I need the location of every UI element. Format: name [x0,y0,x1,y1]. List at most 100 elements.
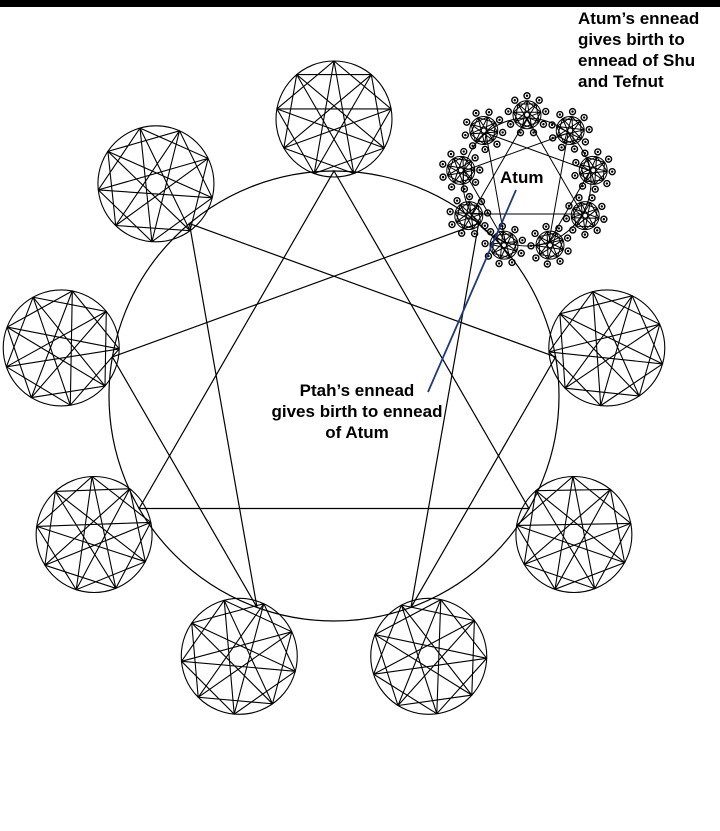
outer-ennead-3 [515,475,633,594]
atum-bead-4-0 [555,224,563,233]
atum-bead-7-2 [471,178,480,186]
atum-bead-6-0 [477,197,486,206]
atum-bead-3-2 [600,215,608,223]
atum-bead-8-2 [493,140,501,148]
outer-ennead-2-circle [548,289,666,407]
outer-ennead-2-star-4 [548,291,663,406]
atum-bead-dot-8-3 [483,148,487,151]
atum-bead-dot-6-4 [460,232,463,235]
atum-sub-ennead-7-star-4 [447,156,475,185]
outer-ennead-7-star-2 [5,290,120,406]
atum-bead-5-0 [511,225,519,234]
atum-bead-dot-6-6 [448,210,452,213]
atum-bead-dot-1-6 [551,136,554,140]
atum-bead-dot-0-1 [538,99,541,102]
atum-bead-5-2 [517,249,525,257]
atum-bead-dot-7-0 [473,156,477,160]
outer-ennead-5 [180,597,298,715]
atum-bead-dot-3-7 [567,204,571,208]
outer-ennead-4-circle [370,597,488,715]
atum-bead-dot-4-6 [529,244,533,248]
atum-bead-dot-6-8 [468,195,471,198]
outer-ennead-4-star-2 [372,598,488,715]
atum-sub-ennead-4-star-2 [535,230,564,260]
atum-sub-ennead-1-star-2 [556,115,585,145]
atum-bead-dot-2-2 [610,170,614,173]
atum-bead-dot-3-6 [565,217,568,220]
atum-bead-dot-8-5 [464,133,467,137]
atum-bead-2-2 [608,167,616,176]
atum-bead-dot-2-1 [607,157,610,161]
atum-bead-dot-0-5 [519,131,522,134]
atum-sub-ennead-0-star-2 [512,100,542,129]
outer-ennead-2-star-2 [548,290,664,407]
atum-sub-ennead-5 [489,230,519,260]
atum-bead-dot-5-8 [501,225,504,228]
atum-bead-dot-3-4 [583,233,587,236]
outer-ennead-3-star-4 [516,476,631,590]
atum-ennead-label-line-1: Atum’s ennead [578,9,700,28]
atum-bead-1-5 [557,143,566,152]
outer-ennead-0 [275,60,393,178]
atum-bead-dot-0-0 [525,94,529,97]
atum-ennead-cluster [439,92,616,268]
atum-bead-dot-4-1 [566,236,569,240]
outer-ennead-0-star-2 [276,60,392,175]
atum-bead-dot-4-0 [557,227,561,230]
atum-bead-1-1 [580,113,588,122]
atum-sub-ennead-3 [570,201,600,231]
atum-bead-dot-6-1 [486,211,489,215]
atum-bead-4-8 [542,222,550,231]
atum-bead-dot-3-0 [590,196,594,200]
outer-ennead-5-star-2 [180,599,296,715]
atum-bead-4-6 [527,242,535,250]
atum-bead-7-5 [439,173,447,181]
outer-ennead-6-star-4 [36,476,152,590]
outer-ennead-2 [548,289,666,407]
atum-bead-8-3 [481,145,489,154]
atum-sub-ennead-6-star-4 [454,201,483,230]
atum-bead-dot-3-1 [600,205,604,208]
atum-bead-dot-1-4 [573,147,576,151]
atum-bead-dot-4-3 [558,260,562,263]
atum-bead-dot-5-2 [520,252,523,255]
atum-bead-7-8 [460,147,468,156]
atum-bead-dot-8-4 [471,144,474,148]
atum-label: Atum [500,168,544,187]
atum-bead-dot-1-3 [584,140,587,144]
outer-ennead-7 [2,289,120,407]
atum-bead-6-6 [446,207,454,216]
atum-bead-dot-8-1 [501,131,504,134]
atum-bead-3-6 [562,214,571,223]
atum-sub-ennead-8-star-4 [469,116,498,145]
atum-bead-dot-2-6 [573,174,577,177]
atum-bead-dot-3-2 [602,218,606,221]
atum-bead-6-8 [465,192,474,201]
outer-ennead-7-circle [2,289,120,407]
atum-bead-6-2 [481,221,489,230]
atum-bead-2-1 [604,155,613,163]
atum-bead-dot-4-2 [566,249,570,253]
atum-sub-ennead-8-circle [469,115,499,145]
atum-sub-ennead-8-star-2 [469,116,499,146]
atum-bead-dot-2-7 [574,161,578,164]
atum-bead-7-0 [471,154,479,162]
atum-sub-ennead-4 [535,230,565,260]
atum-bead-8-8 [485,108,493,116]
ptah-ennead-label: Ptah’s ennead gives birth to ennead of A… [250,380,464,443]
atum-bead-dot-7-6 [441,162,445,166]
atum-bead-dot-2-4 [594,188,597,191]
outer-ennead-0-star-4 [276,60,392,174]
atum-bead-1-4 [570,145,579,153]
outer-ennead-8-circle [97,125,215,243]
atum-bead-2-4 [591,185,599,193]
atum-bead-8-6 [463,118,471,126]
atum-bead-2-3 [603,179,611,188]
atum-bead-dot-2-5 [581,184,584,188]
atum-bead-5-3 [508,258,516,267]
atum-bead-1-8 [556,110,564,119]
atum-bead-dot-5-3 [510,261,514,264]
pointer-line [427,189,517,393]
atum-bead-dot-1-7 [550,123,554,127]
outer-ennead-3-circle [515,475,633,594]
